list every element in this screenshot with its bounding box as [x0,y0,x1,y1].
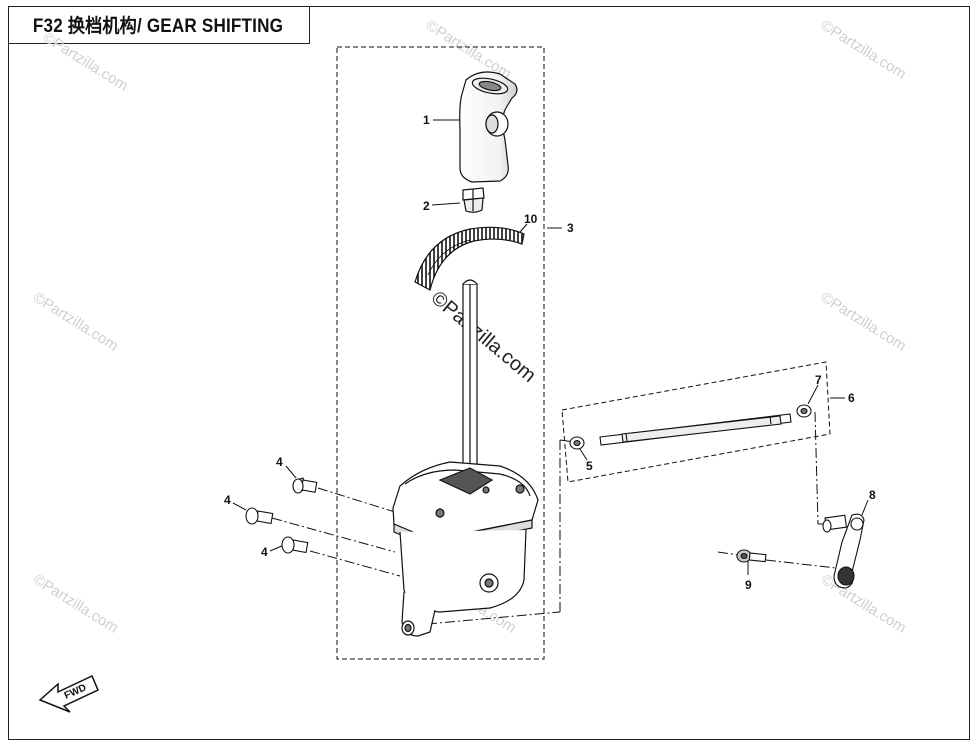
callout-numbers: 1 2 3 4 4 4 5 6 7 8 9 10 [224,113,876,592]
watermark: ©Partzilla.com [818,17,909,83]
housing-bolt [245,507,274,525]
shifter-assembly-outline [336,46,545,660]
shift-rod [599,413,792,446]
arm-bolt [736,549,767,563]
diagram-frame [8,6,970,740]
callout-5: 5 [586,459,593,473]
assembly-outlines [336,46,831,660]
callout-4: 4 [276,455,283,469]
leader-lines [232,119,869,625]
callout-7: 7 [815,373,822,387]
knob-nut [462,187,485,213]
callout-9: 9 [745,578,752,592]
title-box: F32 换档机构/ GEAR SHIFTING [8,6,310,44]
housing-bolt [281,536,309,554]
callout-3: 3 [567,221,574,235]
watermark: ©Partzilla.com [40,29,131,95]
callout-8: 8 [869,488,876,502]
shift-arm [822,513,865,589]
rod-nut [796,404,812,418]
shift-lever-rod [462,279,478,475]
watermark-center: ©Partzilla.com [427,287,540,387]
shift-rod-assembly-outline [561,361,831,483]
rod-nut [569,436,585,450]
page-title: F32 换档机构/ GEAR SHIFTING [33,16,284,37]
callout-6: 6 [848,391,855,405]
watermark: ©Partzilla.com [818,289,909,355]
gear-indicator-band [414,226,525,291]
callout-2: 2 [423,199,430,213]
watermark: ©Partzilla.com [30,289,121,355]
watermark: ©Partzilla.com [423,17,514,83]
watermark: ©Partzilla.com [818,571,909,637]
watermark: ©Partzilla.com [30,571,121,637]
shifter-housing [392,461,539,637]
shift-knob [459,71,518,183]
housing-bolt [292,477,318,494]
callout-1: 1 [423,113,430,127]
callout-4: 4 [261,545,268,559]
callout-4: 4 [224,493,231,507]
callout-10: 10 [524,212,538,226]
forward-arrow-icon: FWD [38,674,99,713]
